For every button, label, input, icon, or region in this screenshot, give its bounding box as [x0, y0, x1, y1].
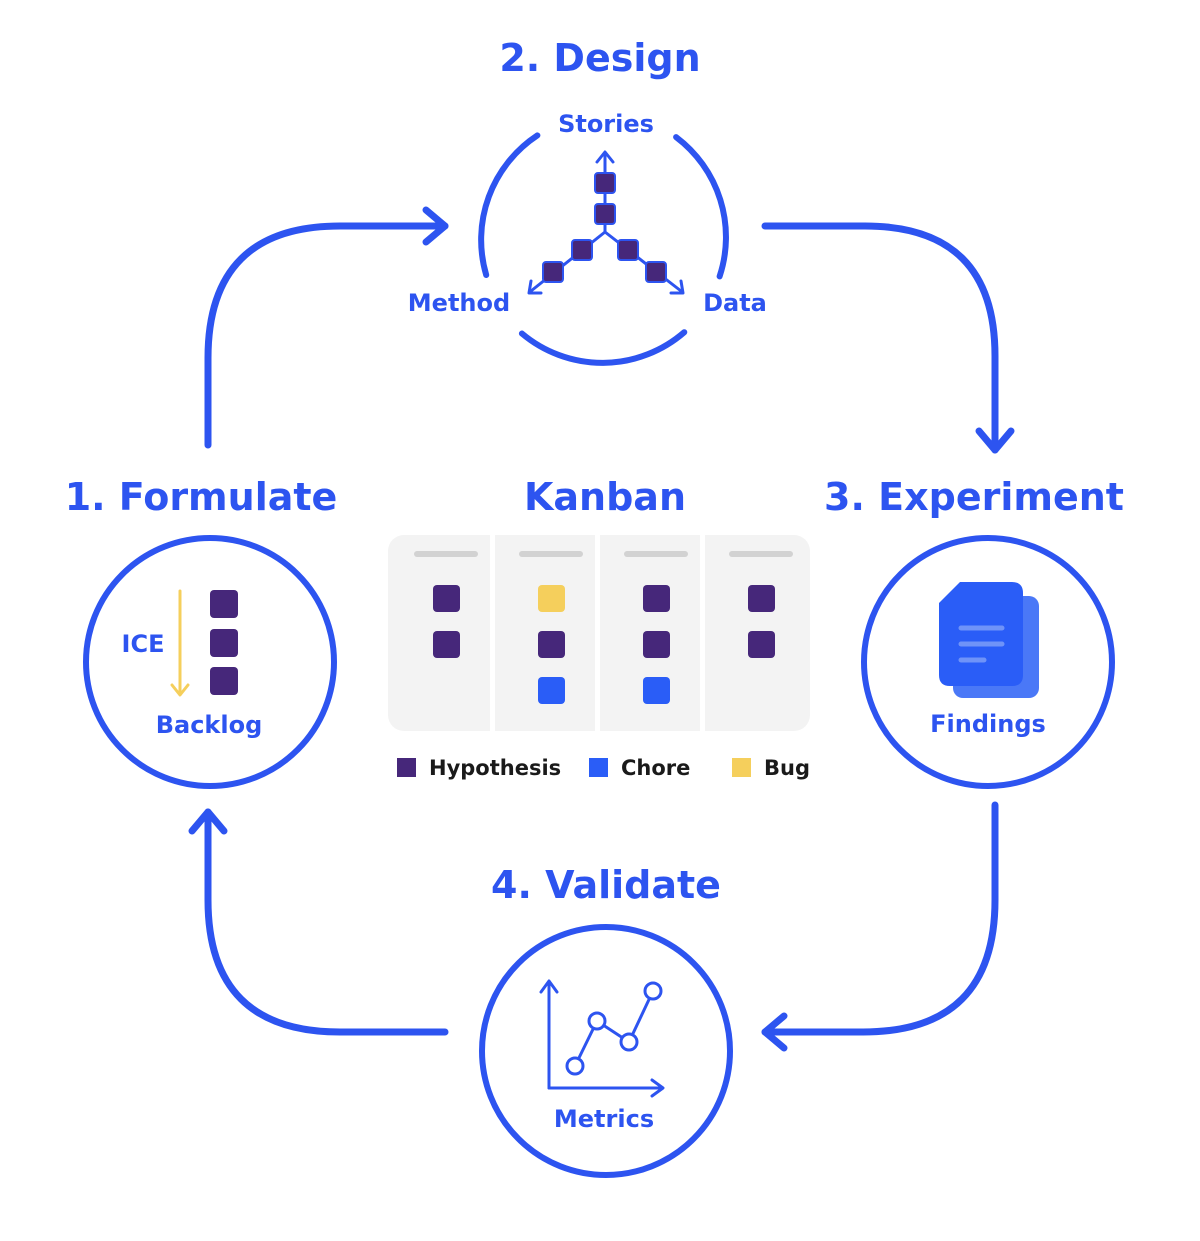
ice-arrow-icon: [170, 589, 190, 697]
legend-item-bug: Bug: [732, 756, 810, 780]
arrow-validate-to-formulate: [204, 808, 449, 1036]
backlog-square: [210, 667, 238, 695]
kanban-card-chore: [538, 677, 565, 704]
formulate-circle: [83, 535, 337, 789]
arrow-design-to-experiment: [761, 222, 999, 454]
legend-swatch: [589, 758, 608, 777]
arrow-design-to-experiment-head: [975, 427, 1015, 454]
kanban-column: [490, 535, 583, 731]
kanban-column: [700, 535, 793, 731]
design-ring: [478, 132, 729, 366]
arrow-validate-to-formulate-head: [188, 808, 228, 835]
legend-item-hypothesis: Hypothesis: [397, 756, 561, 780]
kanban-card-hypothesis: [433, 585, 460, 612]
validate-title: 4. Validate: [491, 863, 721, 907]
cycle-arrows: [188, 206, 1015, 1052]
kanban-column: [414, 551, 478, 658]
backlog-stack: [210, 590, 238, 695]
design-square: [571, 239, 593, 261]
kanban-card-hypothesis: [538, 631, 565, 658]
kanban-card-hypothesis: [748, 631, 775, 658]
findings-label: Findings: [930, 710, 1046, 738]
document-icon: [939, 582, 1039, 698]
arrow-formulate-to-design: [204, 222, 449, 449]
method-label: Method: [408, 289, 510, 317]
data-label: Data: [703, 289, 767, 317]
validate-circle: [479, 924, 733, 1178]
formulate-title: 1. Formulate: [65, 475, 338, 519]
legend-label: Hypothesis: [429, 756, 561, 780]
design-square: [617, 239, 639, 261]
kanban-column-header: [414, 551, 478, 557]
stories-label: Stories: [558, 110, 654, 138]
legend-swatch: [732, 758, 751, 777]
kanban-card-hypothesis: [433, 631, 460, 658]
legend-label: Chore: [621, 756, 690, 780]
legend-item-chore: Chore: [589, 756, 690, 780]
kanban-column-header: [729, 551, 793, 557]
design-square: [594, 203, 616, 225]
design-ring-right-arc: [673, 134, 729, 280]
design-square: [542, 261, 564, 283]
arrow-formulate-to-design-head: [422, 206, 449, 246]
arrow-experiment-to-validate-head: [761, 1012, 788, 1052]
backlog-square: [210, 590, 238, 618]
experiment-circle: [861, 535, 1115, 789]
legend-label: Bug: [764, 756, 810, 780]
backlog-label: Backlog: [156, 711, 263, 739]
kanban-column-header: [519, 551, 583, 557]
legend-swatch: [397, 758, 416, 777]
design-ring-bottom-arc: [518, 329, 688, 366]
kanban-column-header: [624, 551, 688, 557]
design-ring-left-arc: [478, 132, 541, 278]
kanban-legend: Hypothesis Chore Bug: [397, 756, 810, 780]
arrow-experiment-to-validate: [761, 801, 999, 1036]
kanban-card-hypothesis: [643, 631, 670, 658]
kanban-title: Kanban: [524, 475, 686, 519]
design-square: [645, 261, 667, 283]
ice-label: ICE: [122, 630, 165, 658]
kanban-card-chore: [643, 677, 670, 704]
kanban-card-hypothesis: [643, 585, 670, 612]
kanban-card-bug: [538, 585, 565, 612]
design-square: [594, 172, 616, 194]
design-tri-axis-icon: [527, 150, 685, 295]
kanban-column: [595, 535, 688, 731]
design-title: 2. Design: [499, 36, 700, 80]
kanban-board: [388, 535, 810, 731]
metrics-label: Metrics: [554, 1105, 654, 1133]
experiment-title: 3. Experiment: [824, 475, 1124, 519]
backlog-square: [210, 629, 238, 657]
kanban-card-hypothesis: [748, 585, 775, 612]
line-chart-icon: [539, 979, 665, 1098]
